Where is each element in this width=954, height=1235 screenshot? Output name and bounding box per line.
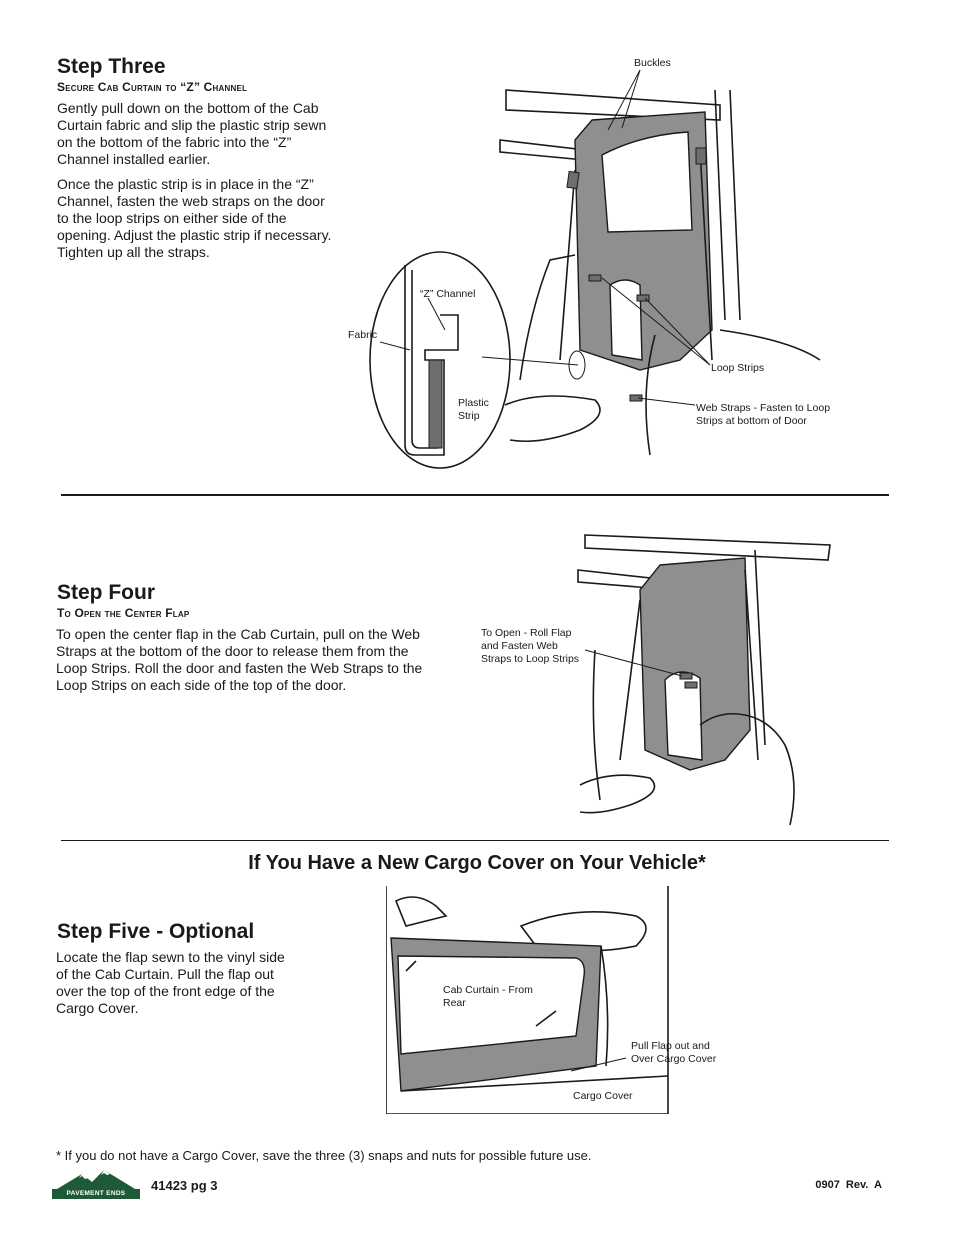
detail-circle (369, 251, 511, 469)
step-three-paragraph-2: Once the plastic strip is in place in th… (57, 176, 332, 260)
pavement-ends-logo: PAVEMENT ENDS (52, 1170, 140, 1200)
loop-strips-callout-2 (644, 297, 711, 366)
step-four-title: Step Four (57, 581, 155, 604)
z-channel-label: “Z” Channel (420, 288, 476, 300)
step-three-illustration (369, 69, 821, 469)
step-five-illustration (386, 886, 669, 1114)
roll-bar-rear-left (394, 896, 448, 927)
loop-strips-label: Loop Strips (711, 362, 765, 374)
fabric-label: Fabric (348, 329, 378, 341)
window-glare-1 (535, 1010, 557, 1027)
pull-flap-callout (570, 1057, 627, 1072)
roll-bar-upright (729, 89, 741, 321)
buckles-label: Buckles (634, 57, 671, 69)
plastic-strip (428, 359, 443, 449)
revision: 0907 Rev. A (815, 1179, 882, 1191)
logo-text: PAVEMENT ENDS (52, 1189, 140, 1199)
footnote: * If you do not have a Cargo Cover, save… (56, 1148, 592, 1163)
cargo-cover-edge (400, 1075, 669, 1092)
body-line-right (719, 329, 821, 361)
strap-right (699, 149, 713, 361)
step-three-paragraph-1: Gently pull down on the bottom of the Ca… (57, 100, 327, 167)
window-glare-2 (405, 960, 417, 972)
strap-right-2 (744, 569, 759, 761)
rear-window (397, 955, 586, 1055)
roll-bar-upright-inner (714, 89, 726, 321)
strap-left-2 (619, 599, 641, 761)
strap-left (559, 169, 576, 361)
roll-bar-top-2 (584, 534, 831, 561)
to-open-label: To Open - Roll Flap and Fasten Web Strap… (481, 627, 580, 665)
mountain-icon (52, 1170, 140, 1192)
seat-cushion (504, 395, 601, 443)
zoom-target (568, 350, 586, 380)
to-open-callout (584, 649, 683, 677)
loop-strip-left-2 (679, 672, 693, 680)
plastic-strip-label: Plastic Strip (458, 397, 489, 422)
fabric-callout (379, 341, 411, 351)
curtain-edge (600, 945, 609, 1067)
buckle-right (695, 147, 707, 165)
cargo-cover-heading: If You Have a New Cargo Cover on Your Ve… (248, 852, 706, 874)
loop-strip-right-2 (684, 681, 698, 689)
web-straps-label: Web Straps - Fasten to Loop Strips at bo… (696, 402, 831, 427)
roll-bar-side-2 (577, 569, 651, 589)
web-straps-callout (637, 397, 696, 406)
buckles-callout-1 (607, 69, 641, 131)
step-three-title: Step Three (57, 55, 166, 78)
cab-curtain-label: Cab Curtain - From Rear (443, 984, 533, 1009)
loop-strip-left (588, 274, 602, 282)
roll-bar-top (505, 89, 721, 121)
step-four-subtitle: To Open the Center Flap (57, 606, 190, 620)
seat-back-line (645, 334, 656, 456)
divider-2 (61, 840, 889, 841)
cargo-cover-label: Cargo Cover (570, 1088, 642, 1108)
door-opening (609, 279, 643, 361)
roll-bar-side (499, 139, 586, 161)
seat-outline-2 (592, 649, 601, 801)
seat-cushion-2 (579, 774, 656, 814)
divider-1 (61, 494, 889, 496)
step-five-title: Step Five - Optional (57, 920, 255, 943)
buckles-callout-2 (621, 69, 641, 129)
loop-strip-right (636, 294, 650, 302)
page-id: 41423 pg 3 (151, 1178, 218, 1193)
buckle-left (566, 170, 580, 190)
roll-bar-upright-2 (754, 549, 766, 746)
zoom-connector (481, 356, 579, 366)
step-three-body: Gently pull down on the bottom of the Ca… (57, 100, 339, 269)
step-three-subtitle: Secure Cab Curtain to “Z” Channel (57, 80, 248, 94)
photo-frame (386, 886, 669, 1114)
loop-strips-callout-1 (601, 277, 711, 366)
z-channel-callout (427, 297, 446, 331)
step-four-illustration (577, 534, 831, 826)
cab-curtain-window (601, 131, 693, 233)
fabric-line (411, 270, 438, 449)
step-four-body: To open the center flap in the Cab Curta… (56, 626, 423, 693)
pull-flap-label: Pull Flap out and Over Cargo Cover (631, 1040, 717, 1065)
z-channel-profile (404, 265, 459, 456)
step-five-body: Locate the flap sewn to the vinyl side o… (56, 949, 285, 1016)
seat-back-2 (699, 712, 795, 826)
seat-outline-left (519, 254, 576, 381)
